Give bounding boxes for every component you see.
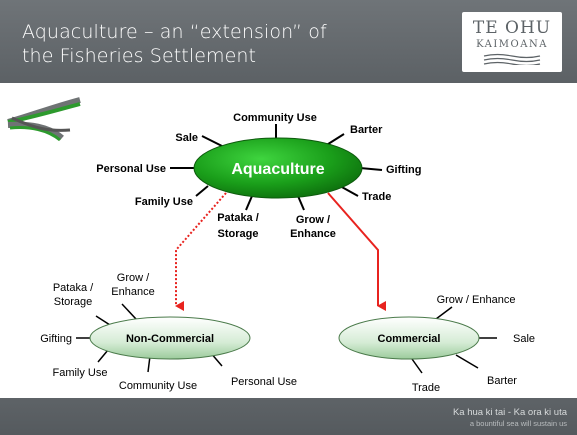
spoke-personal-use: Personal Use bbox=[96, 163, 166, 175]
spoke-trade: Trade bbox=[362, 191, 391, 203]
arrow-commercial bbox=[327, 192, 386, 311]
spoke-barter: Barter bbox=[350, 124, 383, 136]
spoke-grow-enhance-line2: Enhance bbox=[290, 228, 336, 240]
commercial-spokes bbox=[411, 306, 497, 374]
commercial-node bbox=[338, 316, 480, 360]
nc-spoke-grow-line2: Enhance bbox=[111, 286, 154, 298]
commercial-label: Commercial bbox=[378, 333, 441, 345]
nc-spoke-personal-use: Personal Use bbox=[231, 376, 297, 388]
logo-text-top: TE OHU bbox=[472, 18, 552, 38]
wave-icon bbox=[483, 53, 541, 65]
c-spoke-grow-enhance: Grow / Enhance bbox=[437, 294, 516, 306]
aquaculture-diagram: Aquaculture Community Use Barter Gifting… bbox=[7, 97, 535, 394]
logo-text-bottom: KAIMOANA bbox=[476, 39, 548, 50]
spoke-pataka-line2: Storage bbox=[218, 228, 259, 240]
nc-spoke-community-use: Community Use bbox=[119, 380, 197, 392]
non-commercial-spokes bbox=[76, 303, 223, 373]
slide-title: Aquaculture – an “extension” of the Fish… bbox=[22, 21, 327, 67]
nc-spoke-gifting: Gifting bbox=[40, 333, 72, 345]
spoke-community-use: Community Use bbox=[233, 112, 317, 124]
logo: TE OHU KAIMOANA bbox=[462, 12, 562, 72]
aquaculture-label: Aquaculture bbox=[231, 161, 324, 178]
header-bar: Aquaculture – an “extension” of the Fish… bbox=[0, 0, 577, 83]
nc-spoke-family-use: Family Use bbox=[52, 367, 107, 379]
spoke-family-use: Family Use bbox=[135, 196, 193, 208]
nc-spoke-grow-line1: Grow / bbox=[117, 272, 150, 284]
aquaculture-node bbox=[193, 137, 363, 199]
rope-graphic bbox=[7, 97, 81, 142]
nc-spoke-pataka-line1: Pataka / bbox=[53, 282, 94, 294]
non-commercial-label: Non-Commercial bbox=[126, 333, 214, 345]
spoke-pataka-line1: Pataka / bbox=[217, 212, 259, 224]
footer-tagline-english: a bountiful sea will sustain us bbox=[469, 419, 567, 428]
c-spoke-barter: Barter bbox=[487, 375, 517, 387]
arrow-non-commercial bbox=[175, 192, 227, 311]
non-commercial-node bbox=[89, 316, 251, 360]
spoke-sale: Sale bbox=[175, 132, 198, 144]
nc-spoke-pataka-line2: Storage bbox=[54, 296, 93, 308]
spoke-grow-enhance-line1: Grow / bbox=[296, 214, 330, 226]
footer-tagline-maori: Ka hua ki tai - Ka ora ki uta bbox=[452, 407, 567, 418]
c-spoke-sale: Sale bbox=[513, 333, 535, 345]
c-spoke-trade: Trade bbox=[412, 382, 440, 394]
spoke-gifting: Gifting bbox=[386, 164, 421, 176]
footer-bar: Ka hua ki tai - Ka ora ki uta a bountifu… bbox=[0, 398, 577, 435]
